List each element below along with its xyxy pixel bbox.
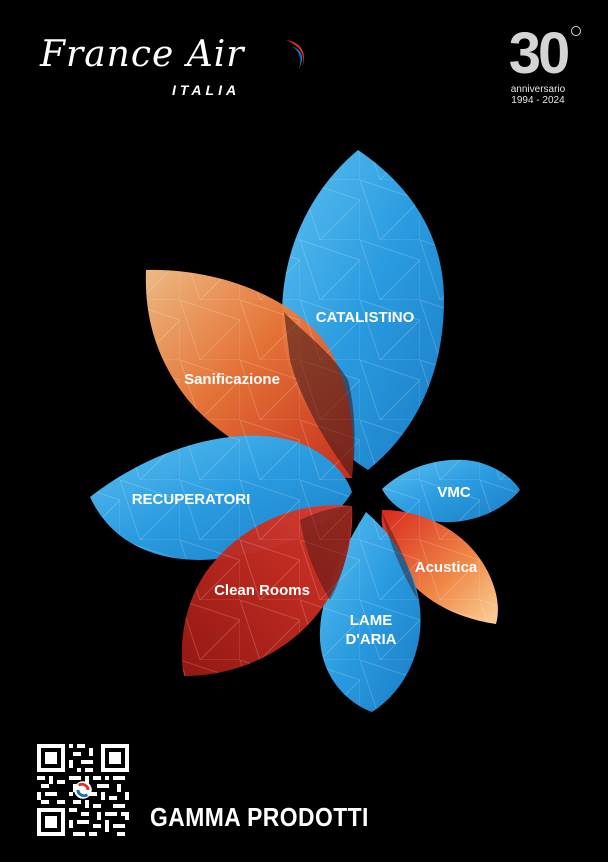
brand-name: France Air [40, 34, 245, 75]
product-range-title: GAMMA PRODOTTI [150, 802, 369, 832]
anniversary-label: anniversario [510, 84, 566, 95]
anniversary-number: 30 [508, 21, 571, 86]
france-air-logo: France Air ITALIA [40, 34, 320, 104]
petal-label-vmc: VMC [437, 484, 471, 501]
qr-code-icon[interactable] [37, 744, 129, 836]
overlap-shade [300, 506, 352, 600]
swoosh-icon [286, 40, 305, 70]
petal-label-sanificazione: Sanificazione [184, 371, 280, 388]
petal-label-lame: LAME [350, 612, 393, 629]
petal-clean-rooms[interactable] [181, 505, 353, 676]
petal-label-catalistino: CATALISTINO [316, 309, 415, 326]
petal-label-clean-rooms: Clean Rooms [214, 582, 310, 599]
degree-icon [571, 26, 581, 36]
brand-subname: ITALIA [172, 82, 241, 98]
anniversary-years: 1994 - 2024 [511, 95, 565, 106]
petal-lame-daria[interactable] [319, 512, 421, 712]
overlap-shade [284, 312, 355, 478]
petal-sanificazione[interactable] [145, 269, 354, 478]
petal-label-daria: D'ARIA [345, 631, 396, 648]
petal-vmc[interactable] [382, 459, 520, 523]
petal-label-acustica: Acustica [415, 559, 478, 576]
petal-label-recuperatori: RECUPERATORI [132, 491, 251, 508]
anniversary-badge: 30 anniversario 1994 - 2024 [490, 21, 586, 116]
overlap-shade [382, 512, 418, 600]
petal-acustica[interactable] [381, 510, 498, 624]
